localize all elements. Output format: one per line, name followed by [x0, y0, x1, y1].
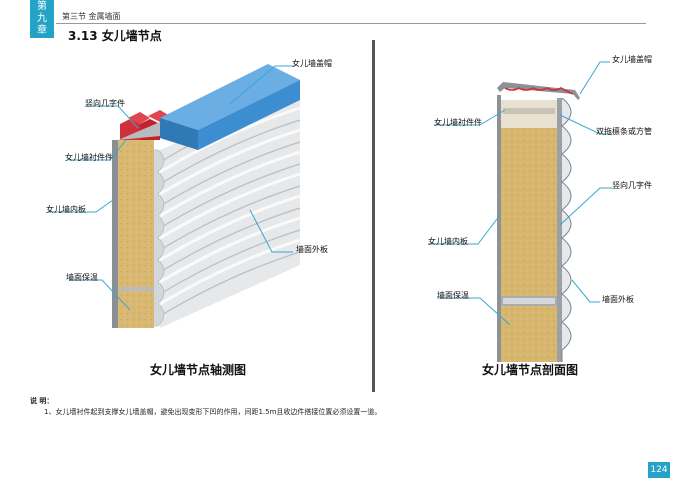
- label-cap-right: 女儿墙盖帽: [612, 55, 652, 64]
- label-vertical-channel-right: 竖向几字件: [612, 181, 652, 190]
- label-double-purlin: 双拖檩条或方管: [596, 127, 652, 136]
- inner-panel-edge: [112, 140, 118, 328]
- section-heading: 第三节 金属墙面: [62, 12, 121, 21]
- label-inner-panel-left: 女儿墙内板: [46, 205, 86, 214]
- chapter-tab: 第 九 章: [30, 0, 54, 38]
- label-cap-left: 女儿墙盖帽: [292, 59, 332, 68]
- caption-axonometric: 女儿墙节点轴测图: [150, 363, 247, 377]
- label-insulation-left: 墙面保温: [66, 273, 98, 282]
- right-callout-lines: [428, 61, 612, 326]
- parapet-cap: [160, 64, 300, 150]
- label-lining-right: 女儿墙衬件件: [434, 118, 482, 127]
- figure-divider: [372, 40, 375, 392]
- notes-line-1: 1、女儿墙衬件起到支撑女儿墙盖帽，避免出现变形下凹的作用，间距1.5m且收边件搭…: [44, 408, 382, 416]
- page-title: 3.13 女儿墙节点: [68, 29, 162, 43]
- chapter-char-3: 章: [37, 25, 47, 36]
- label-outer-panel-right: 墙面外板: [602, 295, 634, 304]
- insulation-front: [118, 140, 154, 328]
- label-inner-panel-right: 女儿墙内板: [428, 237, 468, 246]
- label-lining-left: 女儿墙衬件件: [65, 153, 113, 162]
- left-callout-lines: [48, 65, 295, 311]
- outer-panel-profile: [151, 149, 165, 327]
- chapter-char-1: 第: [37, 1, 47, 12]
- label-outer-panel-left: 墙面外板: [296, 245, 328, 254]
- purlin-band: [118, 287, 154, 291]
- section-drawing: [497, 82, 580, 362]
- label-vertical-channel-left: 竖向几字件: [85, 99, 125, 108]
- header-rule: [56, 23, 646, 24]
- notes-title: 说 明：: [30, 397, 54, 405]
- chapter-char-2: 九: [37, 13, 47, 24]
- page-number: 124: [648, 462, 670, 478]
- label-insulation-right: 墙面保温: [437, 291, 469, 300]
- caption-section: 女儿墙节点剖面图: [482, 363, 579, 377]
